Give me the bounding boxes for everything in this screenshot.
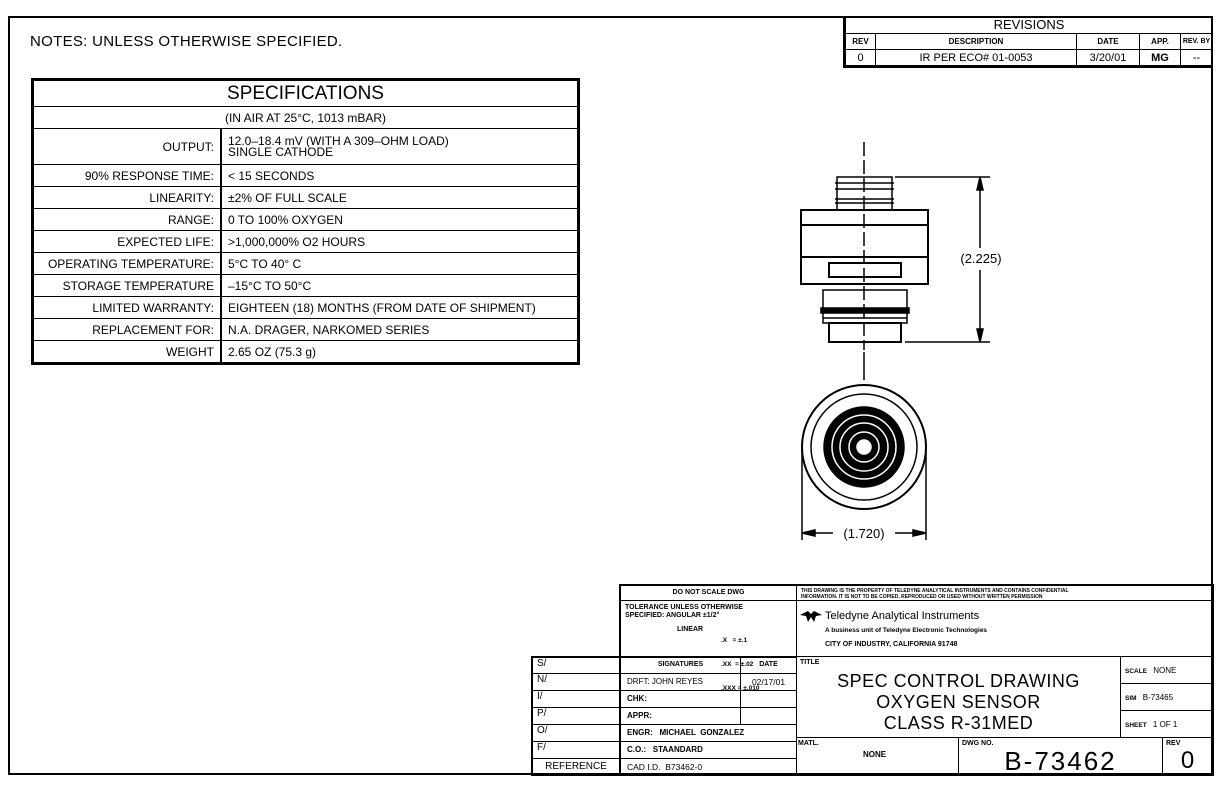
date-header: DATE <box>740 656 797 674</box>
sensor-bottom-view <box>801 352 927 540</box>
cad-id: CAD I.D. B73462-0 <box>619 758 797 776</box>
material-cell: MATL. NONE <box>796 737 959 776</box>
company-block: Teledyne Analytical Instruments A busine… <box>796 600 1214 657</box>
width-dimension <box>801 529 927 537</box>
revision-by: -- <box>1180 49 1213 66</box>
checker: CHK: <box>619 690 741 708</box>
width-dimension-label: (1.720) <box>843 526 884 541</box>
spec-row: OUTPUT: 12.0–18.4 mV (WITH A 309–OHM LOA… <box>33 128 578 165</box>
dwg-no: B-73462 <box>1004 746 1117 776</box>
zone-code: P/ <box>531 707 620 725</box>
rev-value: 0 <box>1180 747 1195 774</box>
sensor-label-window <box>828 262 902 278</box>
spec-row: OPERATING TEMPERATURE:5°C TO 40° C <box>33 252 578 275</box>
linear-row: .XXX = ±.010 <box>721 685 760 692</box>
spec-label: EXPECTED LIFE: <box>33 230 222 253</box>
spec-label: 90% RESPONSE TIME: <box>33 164 222 187</box>
zone-code: O/ <box>531 724 620 742</box>
drafter-date: 02/17/01 <box>740 673 797 691</box>
height-dimension <box>895 176 990 343</box>
scale-cell: SCALE NONE <box>1120 656 1214 684</box>
sim-value: B-73465 <box>1142 693 1174 702</box>
zone-code: N/ <box>531 673 620 691</box>
revisions-header-row: REV DESCRIPTION DATE APP. REV. BY <box>845 33 1213 50</box>
revision-description: IR PER ECO# 01-0053 <box>875 49 1077 66</box>
spec-label: LIMITED WARRANTY: <box>33 296 222 319</box>
sensor-base <box>820 289 910 343</box>
spec-value: 2.65 OZ (75.3 g) <box>220 340 578 363</box>
business-unit: A business unit of Teledyne Electronic T… <box>825 627 988 634</box>
confidential-notice: THIS DRAWING IS THE PROPERTY OF TELEDYNE… <box>796 584 1214 601</box>
engineer: ENGR: MICHAEL GONZALEZ <box>619 724 797 742</box>
tolerance-line2: SPECIFIED: ANGULAR ±1/2° <box>625 612 720 619</box>
sheet-cell: SHEET 1 OF 1 <box>1120 710 1214 738</box>
spec-value-line1: 12.0–18.4 mV (WITH A 309–OHM LOAD) <box>228 133 449 148</box>
sensor-neck <box>835 176 894 211</box>
spec-row: 90% RESPONSE TIME:< 15 SECONDS <box>33 164 578 187</box>
company-name: Teledyne Analytical Instruments <box>825 610 980 622</box>
rev-label: REV <box>1166 740 1181 747</box>
sheet-label: SHEET <box>1125 722 1147 729</box>
dwg-no-cell: DWG NO. B-73462 <box>958 737 1163 776</box>
zone-code: I/ <box>531 690 620 708</box>
approver-date <box>740 707 797 725</box>
teledyne-logo-icon <box>800 611 822 622</box>
material-value: NONE <box>863 750 887 759</box>
sensor-body <box>800 209 929 285</box>
specifications-table: SPECIFICATIONS (IN AIR AT 25°C, 1013 mBA… <box>31 78 580 365</box>
scale-value: NONE <box>1153 666 1177 675</box>
checker-date <box>740 690 797 708</box>
spec-value-line2: SINGLE CATHODE <box>228 144 334 159</box>
sim-cell: SIM B-73465 <box>1120 683 1214 711</box>
signatures-header: SIGNATURES <box>619 656 741 674</box>
notes-heading: NOTES: UNLESS OTHERWISE SPECIFIED. <box>30 33 343 50</box>
company-city: CITY OF INDUSTRY, CALIFORNIA 91748 <box>825 641 958 648</box>
spec-row: LINEARITY:±2% OF FULL SCALE <box>33 186 578 209</box>
approver: APPR: <box>619 707 741 725</box>
linear-row: .X = ±.1 <box>721 637 748 644</box>
tolerance-block: TOLERANCE UNLESS OTHERWISE SPECIFIED: AN… <box>619 600 797 692</box>
drawing-frame <box>8 16 1213 775</box>
scale-label: SCALE <box>1125 668 1148 675</box>
dwg-no-label: DWG NO. <box>962 740 994 747</box>
sim-label: SIM <box>1125 695 1137 702</box>
tolerance-line1: TOLERANCE UNLESS OTHERWISE <box>625 604 743 611</box>
title-cell: TITLE SPEC CONTROL DRAWING OXYGEN SENSOR… <box>796 656 1121 738</box>
sheet-value: 1 OF 1 <box>1152 720 1178 729</box>
drafter: DRFT: JOHN REYES <box>619 673 741 691</box>
confidential-line2: INFORMATION. IT IS NOT TO BE COPIED, REP… <box>801 594 1043 600</box>
spec-row: RANGE:0 TO 100% OXYGEN <box>33 208 578 231</box>
height-dimension-label: (2.225) <box>960 251 1001 266</box>
confidential-line1: THIS DRAWING IS THE PROPERTY OF TELEDYNE… <box>801 588 1069 594</box>
revision-date: 3/20/01 <box>1076 49 1140 66</box>
title-line: CLASS R-31MED <box>883 713 1034 733</box>
material-label: MATL. <box>798 740 819 747</box>
linear-row: .XX = ±.02 <box>721 661 754 668</box>
title-line: SPEC CONTROL DRAWING <box>837 671 1080 691</box>
do-not-scale: DO NOT SCALE DWG <box>619 584 797 601</box>
linear-label: LINEAR <box>677 626 704 633</box>
spec-label: OUTPUT: <box>33 128 222 165</box>
spec-label: WEIGHT <box>33 340 222 363</box>
rev-cell: REV 0 <box>1162 737 1214 776</box>
title-line: OXYGEN SENSOR <box>876 692 1041 712</box>
title-label: TITLE <box>800 659 820 666</box>
zone-code: F/ <box>531 741 620 759</box>
spec-value: 0 TO 100% OXYGEN <box>220 208 578 231</box>
change-order: C.O.: STAANDARD <box>619 741 797 759</box>
spec-label: OPERATING TEMPERATURE: <box>33 252 222 275</box>
revision-row: 0 IR PER ECO# 01-0053 3/20/01 MG -- <box>845 49 1213 66</box>
reference-label: REFERENCE <box>531 758 620 776</box>
zone-code: S/ <box>531 656 620 674</box>
revisions-table: REVISIONS REV DESCRIPTION DATE APP. REV.… <box>843 16 1213 68</box>
